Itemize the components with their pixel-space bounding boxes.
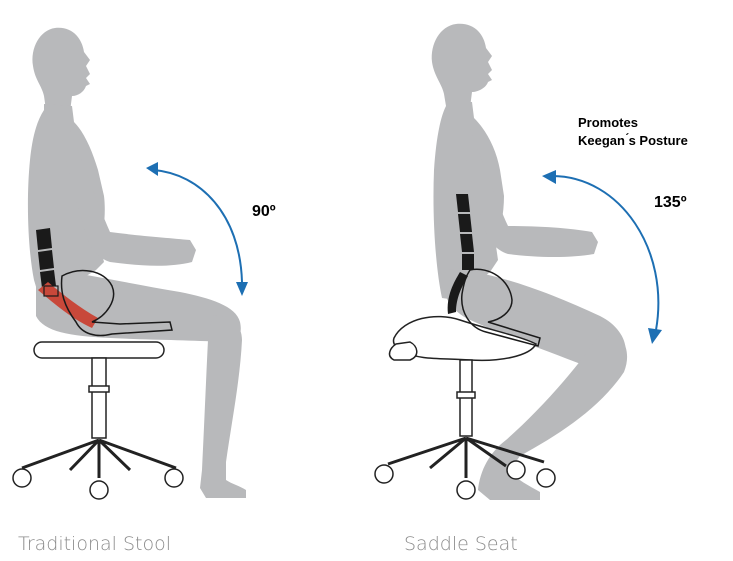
- right-arrowhead-top-icon: [542, 170, 556, 184]
- posture-note-line2: Keegan ́s Posture: [578, 132, 688, 150]
- left-angle-label: 90º: [252, 203, 276, 221]
- caption-traditional-stool: Traditional Stool: [18, 533, 171, 555]
- right-angle-label: 135º: [654, 194, 687, 212]
- posture-note: Promotes Keegan ́s Posture: [578, 114, 688, 150]
- left-arrowhead-top-icon: [146, 162, 158, 176]
- traditional-stool-figure: [28, 28, 246, 498]
- traditional-stool: [13, 342, 183, 499]
- right-arrowhead-bottom-icon: [648, 328, 662, 344]
- left-arrowhead-bottom-icon: [236, 282, 248, 296]
- posture-note-line1: Promotes: [578, 114, 688, 132]
- caption-saddle-seat: Saddle Seat: [404, 533, 518, 555]
